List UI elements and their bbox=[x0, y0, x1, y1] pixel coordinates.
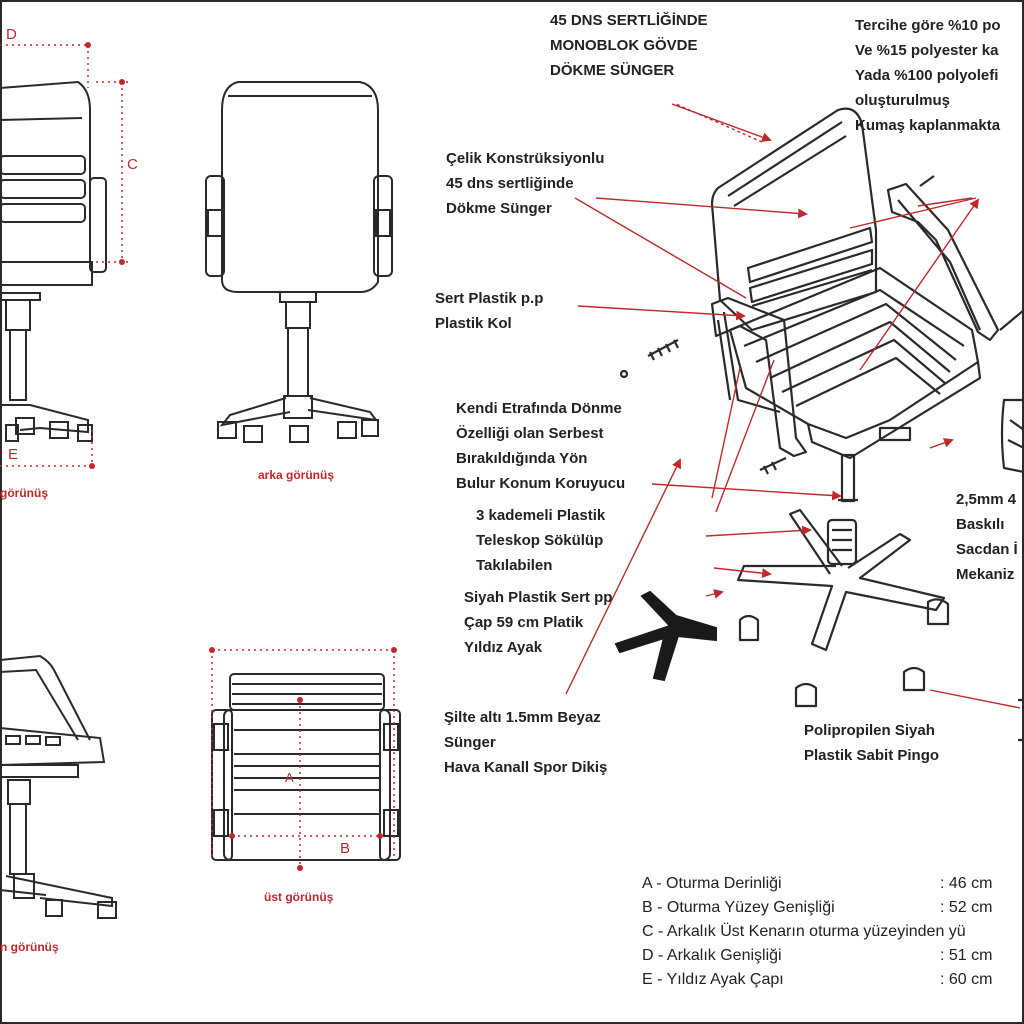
label-mechanism-line-4: Mekaniz bbox=[956, 566, 1015, 583]
label-foam-line-1: Şilte altı 1.5mm Beyaz bbox=[444, 709, 601, 726]
label-fabric-line-4: oluşturulmuş bbox=[855, 92, 951, 109]
legend-row: A - Oturma Derinliği : 46 cm bbox=[642, 872, 992, 896]
black-star-base bbox=[614, 590, 717, 682]
label-foam-line-2: Sünger bbox=[444, 734, 496, 751]
dim-letter-e: E bbox=[8, 446, 19, 463]
top-view-drawing bbox=[211, 673, 401, 861]
label-monoblok-line-2: MONOBLOK GÖVDE bbox=[550, 37, 698, 54]
label-fabric-line-5: Kumaş kaplanmakta bbox=[855, 117, 1001, 134]
back-view-drawing bbox=[205, 81, 393, 443]
label-star-base-line-2: Çap 59 cm Platik bbox=[464, 614, 584, 631]
legend-value: : 60 cm bbox=[940, 971, 993, 988]
label-monoblok-line-1: 45 DNS SERTLİĞİNDE bbox=[550, 12, 708, 29]
label-fabric-line-1: Tercihe göre %10 po bbox=[855, 17, 1001, 34]
front-view-drawing bbox=[0, 80, 107, 442]
legend-label: D - Arkalık Genişliği bbox=[642, 947, 782, 964]
label-swivel-line-1: Kendi Etrafında Dönme bbox=[456, 400, 622, 417]
label-glide: Polipropilen Siyah Plastik Sabit Pingo bbox=[804, 718, 939, 768]
dim-letter-d: D bbox=[6, 26, 17, 43]
front-view-dimensions bbox=[0, 44, 128, 470]
label-steel-construction: Çelik Konstrüksiyonlu 45 dns sertliğinde… bbox=[446, 146, 604, 221]
leader-lines bbox=[565, 103, 1021, 709]
legend-value: : 46 cm bbox=[940, 875, 993, 892]
label-telescope-line-1: 3 kademeli Plastik bbox=[476, 507, 606, 524]
caption-back-view: arka görünüş bbox=[258, 468, 335, 482]
label-telescope-line-2: Teleskop Sökülüp bbox=[476, 532, 604, 549]
label-swivel-line-3: Bırakıldığında Yön bbox=[456, 450, 588, 467]
label-star-base: Siyah Plastik Sert pp Çap 59 cm Platik Y… bbox=[464, 585, 612, 660]
label-monoblok-line-3: DÖKME SÜNGER bbox=[550, 62, 675, 79]
exploded-chair-drawing bbox=[619, 107, 1024, 742]
legend-label: B - Oturma Yüzey Genişliği bbox=[642, 899, 835, 916]
side-view-drawing bbox=[0, 654, 117, 919]
label-plastic-arm-line-2: Plastik Kol bbox=[435, 315, 512, 332]
legend-row: B - Oturma Yüzey Genişliği : 52 cm bbox=[642, 896, 992, 920]
legend-row: E - Yıldız Ayak Çapı : 60 cm bbox=[642, 968, 992, 992]
legend-label: E - Yıldız Ayak Çapı bbox=[642, 971, 784, 988]
caption-front-view: görünüş bbox=[0, 486, 48, 500]
label-monoblok-body: 45 DNS SERTLİĞİNDE MONOBLOK GÖVDE DÖKME … bbox=[550, 8, 708, 83]
label-mechanism-line-1: 2,5mm 4 bbox=[956, 491, 1017, 508]
label-mechanism-line-2: Baskılı bbox=[956, 516, 1005, 533]
label-fabric-line-2: Ve %15 polyester ka bbox=[855, 42, 999, 59]
label-steel-line-2: 45 dns sertliğinde bbox=[446, 175, 574, 192]
dim-letter-a: A bbox=[285, 770, 294, 785]
label-star-base-line-3: Yıldız Ayak bbox=[464, 639, 543, 656]
label-plastic-arm-line-1: Sert Plastik p.p bbox=[435, 290, 544, 307]
label-fabric-cover: Tercihe göre %10 po Ve %15 polyester ka … bbox=[855, 13, 1001, 138]
legend-label: A - Oturma Derinliği bbox=[642, 875, 782, 892]
label-telescope-line-3: Takılabilen bbox=[476, 557, 553, 574]
label-swivel-line-2: Özelliği olan Serbest bbox=[456, 425, 604, 442]
label-glide-line-2: Plastik Sabit Pingo bbox=[804, 747, 940, 764]
legend-label: C - Arkalık Üst Kenarın oturma yüzeyinde… bbox=[642, 923, 966, 940]
legend-value: : 52 cm bbox=[940, 899, 993, 916]
label-foam-stitch: Şilte altı 1.5mm Beyaz Sünger Hava Kanal… bbox=[444, 705, 607, 780]
label-steel-line-1: Çelik Konstrüksiyonlu bbox=[446, 150, 605, 167]
label-glide-line-1: Polipropilen Siyah bbox=[804, 722, 935, 739]
dim-letter-b: B bbox=[340, 840, 351, 857]
label-mechanism-line-3: Sacdan İ bbox=[956, 541, 1018, 558]
legend-row: C - Arkalık Üst Kenarın oturma yüzeyinde… bbox=[642, 920, 966, 944]
label-swivel-line-4: Bulur Konum Koruyucu bbox=[456, 475, 626, 492]
label-star-base-line-1: Siyah Plastik Sert pp bbox=[464, 589, 613, 606]
label-plastic-arm: Sert Plastik p.p Plastik Kol bbox=[435, 286, 543, 336]
top-view-dimensions bbox=[211, 649, 395, 870]
label-telescope: 3 kademeli Plastik Teleskop Sökülüp Takı… bbox=[476, 503, 605, 578]
caption-top-view: üst görünüş bbox=[264, 890, 334, 904]
dimension-legend: A - Oturma Derinliği : 46 cm B - Oturma … bbox=[642, 872, 992, 992]
legend-value: : 51 cm bbox=[940, 947, 993, 964]
label-fabric-line-3: Yada %100 polyolefi bbox=[855, 67, 999, 84]
label-mechanism: 2,5mm 4 Baskılı Sacdan İ Mekaniz bbox=[956, 487, 1018, 587]
label-steel-line-3: Dökme Sünger bbox=[446, 200, 552, 217]
label-foam-line-3: Hava Kanall Spor Dikiş bbox=[444, 759, 608, 776]
legend-row: D - Arkalık Genişliği : 51 cm bbox=[642, 944, 992, 968]
label-swivel: Kendi Etrafında Dönme Özelliği olan Serb… bbox=[456, 396, 625, 496]
dim-letter-c: C bbox=[127, 156, 138, 173]
caption-side-view: n görünüş bbox=[0, 940, 59, 954]
